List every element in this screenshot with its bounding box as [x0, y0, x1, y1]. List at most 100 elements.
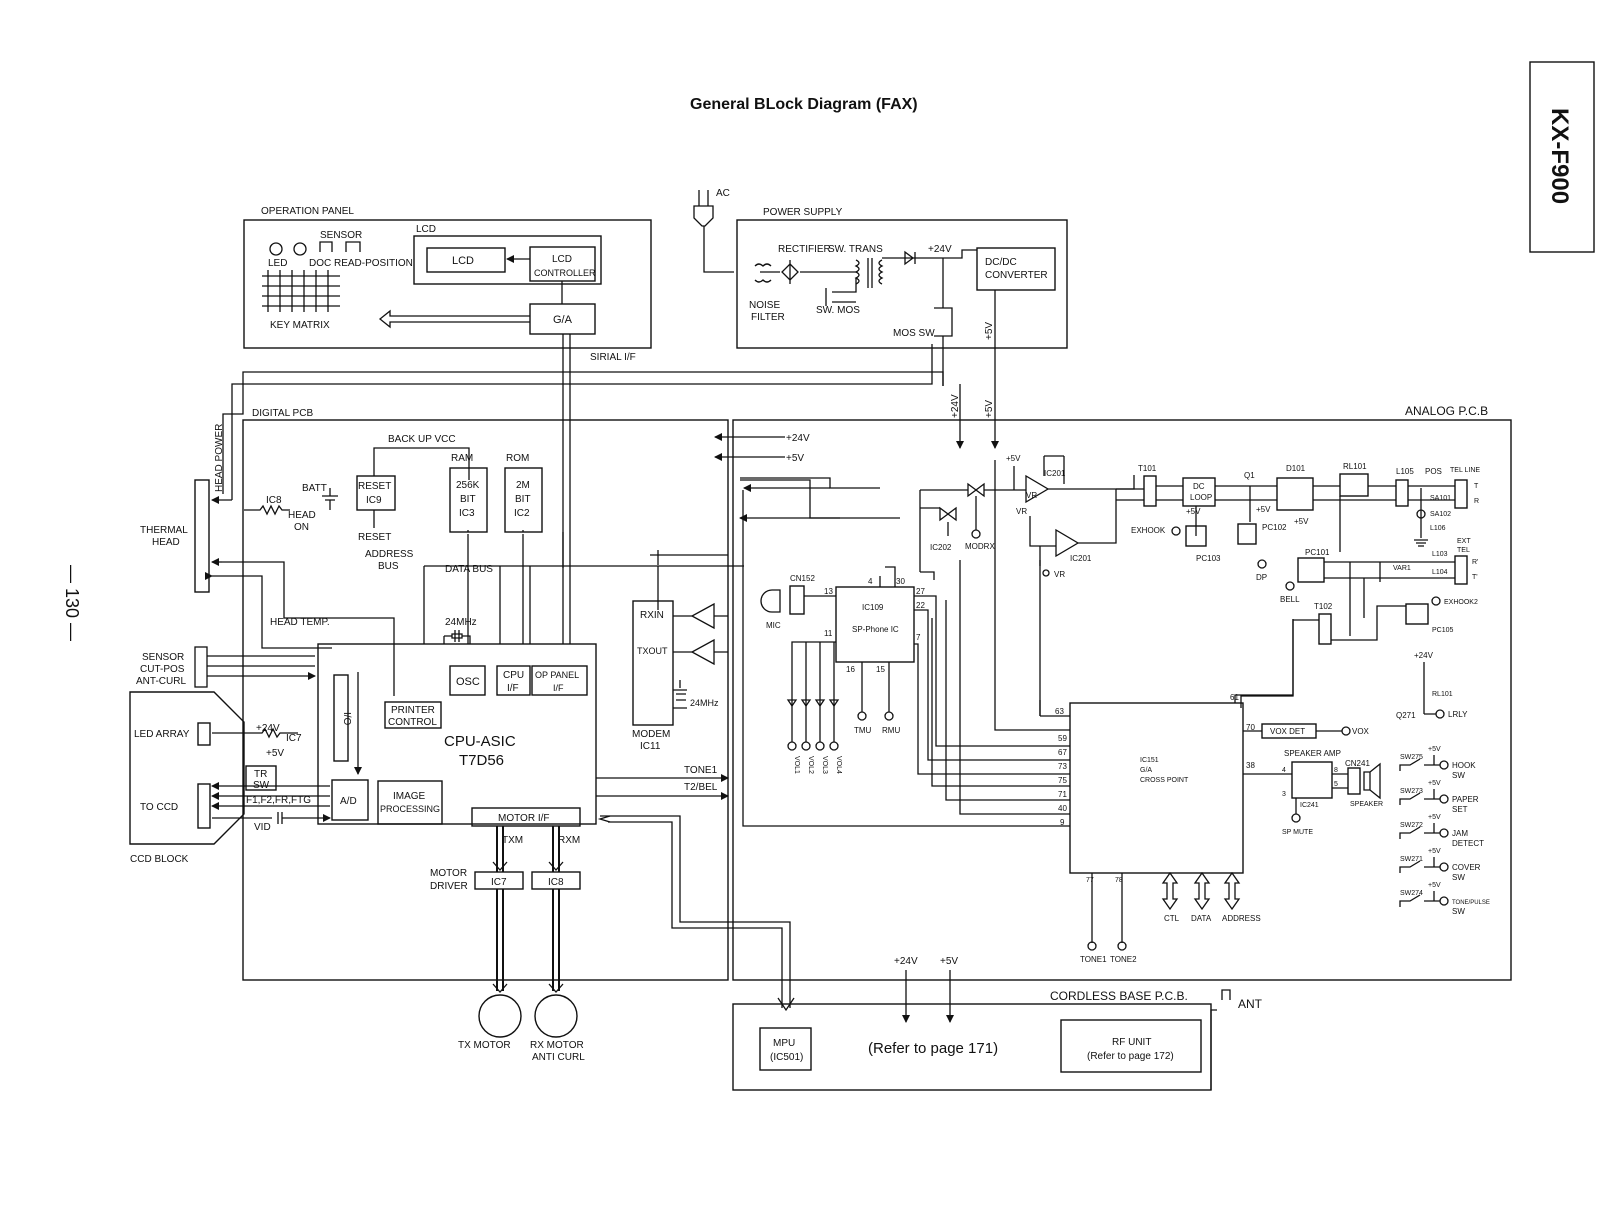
- mpu-box: [759, 1027, 812, 1071]
- q271-label: Q271: [1396, 711, 1416, 720]
- cn152-label: CN152: [790, 574, 815, 583]
- switch-label: TONE/PULSE: [1452, 900, 1490, 906]
- motor-driver-label: MOTOR: [430, 868, 467, 879]
- rectifier-label: RECTIFIER: [778, 244, 831, 255]
- lcd-group-box: [413, 235, 602, 285]
- led-driver-resistor: [212, 727, 298, 739]
- rf-unit-label: RF UNIT: [1112, 1037, 1151, 1048]
- rx-amp-icon: [690, 602, 715, 630]
- rom-text-3: IC2: [514, 508, 530, 519]
- t102-box: [1318, 613, 1332, 645]
- ad-label: A/D: [340, 796, 357, 807]
- analog-5v-label: +5V: [984, 400, 995, 418]
- sp-mute-label: SP MUTE: [1282, 829, 1313, 836]
- switch-symbol: [1399, 755, 1440, 771]
- sw-trans-label: SW. TRANS: [828, 244, 883, 255]
- ic8-driver-box: [531, 871, 581, 890]
- op-bus-arrow: [378, 309, 530, 329]
- switch-terminal: [1439, 896, 1449, 906]
- op-panel-if-label: OP PANEL: [535, 670, 579, 680]
- ps-rect-path: [760, 249, 977, 284]
- vol2-label: VOL2: [807, 756, 814, 774]
- speaker-amp-box: [1291, 761, 1333, 799]
- thermal-head-box: [194, 479, 210, 593]
- motor-if-label: MOTOR I/F: [498, 813, 549, 824]
- cordless-base-label: CORDLESS BASE P.C.B.: [1050, 989, 1188, 1003]
- modem-xtal-label: 24MHz: [690, 698, 719, 708]
- analog-pcb-box: [732, 419, 1512, 981]
- switch-label-2: SW: [1452, 771, 1465, 780]
- op-panel-if-box: [531, 665, 588, 696]
- rom-text-2: BIT: [515, 494, 531, 505]
- pc105-label: PC105: [1432, 627, 1454, 634]
- modrx-label: MODRX: [965, 542, 995, 551]
- cpu-asic-label-2: T7D56: [459, 752, 504, 769]
- vr-label-2: VR: [1016, 507, 1027, 516]
- switch-terminal: [1439, 794, 1449, 804]
- rx-motor-icon: [534, 994, 578, 1038]
- switch-5v-label: +5V: [1428, 746, 1441, 753]
- pc103-label: PC103: [1196, 554, 1221, 563]
- ic201-amp-bottom: [1055, 528, 1080, 558]
- ic109-pin30: 30: [896, 577, 905, 586]
- head-power-line: [231, 344, 933, 500]
- ic7-driver-box: [474, 871, 524, 890]
- switch-label-2: DETECT: [1452, 839, 1484, 848]
- switch-id-label: SW271: [1400, 856, 1423, 863]
- to-ccd-box: [197, 783, 211, 829]
- motor-if-box: [471, 807, 581, 827]
- svg-text:9: 9: [1060, 818, 1065, 827]
- sensor-icon: [319, 241, 361, 252]
- svg-text:3: 3: [1282, 791, 1286, 798]
- ram-text-3: IC3: [459, 508, 475, 519]
- ic151-label: IC151: [1140, 757, 1159, 764]
- lcd-controller-label: LCD: [552, 254, 572, 265]
- switch-id-label: SW274: [1400, 890, 1423, 897]
- sensor-label-1: SENSOR: [142, 652, 184, 663]
- sensor-inputs: [194, 646, 315, 688]
- pc101-box: [1297, 557, 1325, 583]
- cordless-24v-label: +24V: [894, 956, 918, 967]
- data-label: DATA: [1191, 914, 1212, 923]
- to-ccd-label: TO CCD: [140, 802, 178, 813]
- switch-label: JAM: [1452, 829, 1468, 838]
- page-number: — 130 —: [62, 565, 82, 641]
- sw-mos-icon: [825, 278, 857, 306]
- ccd-ic7-label: IC7: [286, 733, 302, 744]
- lcd-controller-label-2: CONTROLLER: [534, 268, 596, 278]
- rl101-label: RL101: [1343, 462, 1367, 471]
- switch-symbol: [1399, 857, 1440, 873]
- svg-text:75: 75: [1058, 776, 1067, 785]
- switch-id-label: SW275: [1400, 754, 1423, 761]
- ic201-label-bottom: IC201: [1070, 554, 1092, 563]
- speaker-icon: [1363, 762, 1381, 800]
- analog-pcb-label: ANALOG P.C.B: [1405, 404, 1488, 418]
- ic8-driver-label: IC8: [548, 877, 564, 888]
- cordless-bus: [600, 815, 791, 1008]
- tx-motor-icon: [478, 994, 522, 1038]
- osc-box: [449, 665, 486, 696]
- tel-line-path: [1116, 485, 1455, 552]
- rx-motor-label-2: ANTI CURL: [532, 1052, 585, 1063]
- led-label: LED: [268, 258, 287, 269]
- tone2-terminal-label: TONE2: [1110, 955, 1137, 964]
- pc103-box: [1185, 525, 1207, 547]
- address-bus-label-2: BUS: [378, 561, 399, 572]
- switch-label: HOOK: [1452, 761, 1476, 770]
- key-matrix-grid: [262, 270, 340, 312]
- operation-panel-box: [243, 219, 652, 349]
- vox-label: VOX: [1352, 727, 1370, 736]
- reset-out-label: RESET: [358, 532, 391, 543]
- ext-tel-label-2: TEL: [1457, 547, 1470, 554]
- dc-loop-box: [1182, 477, 1216, 507]
- ic109-pin22: 22: [916, 601, 925, 610]
- vol-diodes: [786, 699, 840, 751]
- ic202-label: IC202: [930, 543, 952, 552]
- t101-box: [1143, 475, 1157, 507]
- rmu-label: RMU: [882, 726, 900, 735]
- plus5v-ic201: +5V: [1006, 454, 1021, 463]
- ic109-label-2: SP-Phone IC: [852, 625, 899, 634]
- mic-label: MIC: [766, 621, 781, 630]
